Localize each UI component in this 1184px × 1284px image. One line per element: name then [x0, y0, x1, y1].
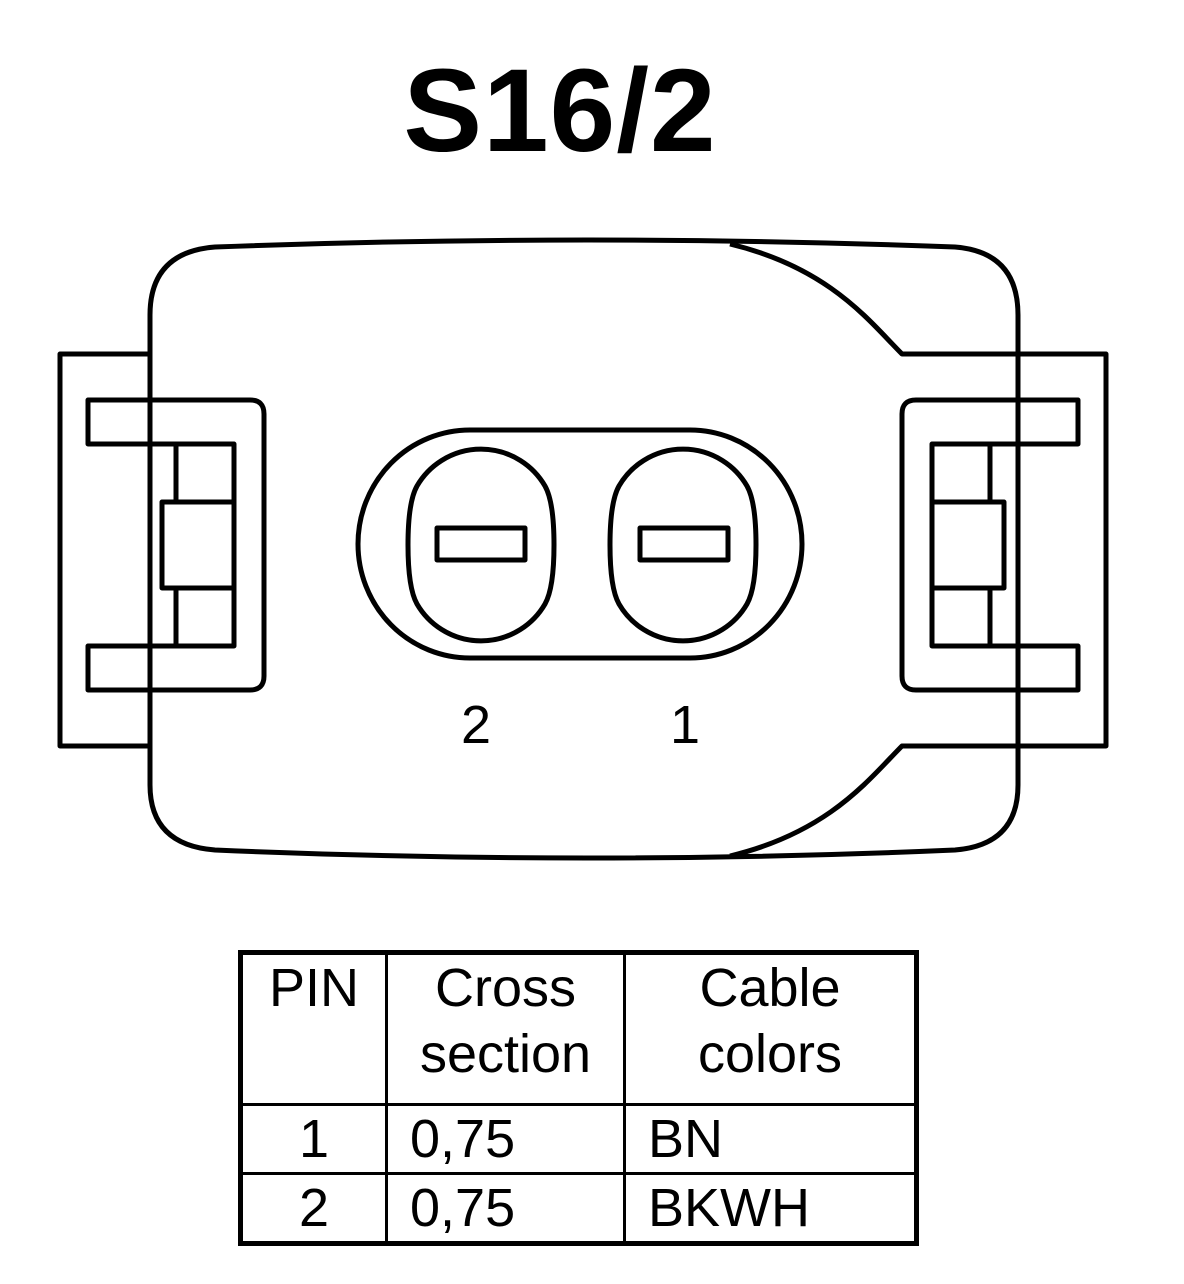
cell-cross-section: 0,75 [385, 1172, 626, 1245]
pin-label: 2 [461, 695, 492, 755]
pin-2-terminal [405, 446, 557, 644]
pin-2-contact [434, 525, 528, 563]
right-latch-clip [929, 499, 1007, 591]
left-latch-frame [57, 351, 148, 749]
housing-key-contour-lower [729, 743, 1018, 859]
left-latch-tab [85, 397, 267, 693]
cell-cable-color: BKWH [623, 1172, 918, 1245]
cell-cable-color: BN [623, 1103, 918, 1175]
table-header-row: PIN Cross section Cable colors [239, 951, 918, 1106]
pin-1-contact [637, 525, 731, 563]
connector-title: S16/2 [403, 45, 717, 177]
cell-cross-section: 0,75 [385, 1103, 626, 1175]
pin-1-terminal [607, 446, 759, 644]
cell-pin: 2 [239, 1172, 388, 1245]
cell-pin: 1 [239, 1103, 388, 1175]
pin-assignment-table: PIN Cross section Cable colors 1 0,75 BN… [238, 950, 919, 1246]
header-cross-section: Cross section [385, 951, 626, 1106]
right-latch-tab [899, 397, 1081, 693]
header-cable-colors: Cable colors [623, 951, 918, 1106]
right-latch-frame [1018, 351, 1109, 749]
connector-diagram [57, 237, 1109, 861]
header-pin: PIN [239, 951, 388, 1106]
housing-key-contour [729, 241, 1018, 357]
table-row: 2 0,75 BKWH [239, 1172, 918, 1245]
table-row: 1 0,75 BN [239, 1103, 918, 1175]
pin-cavity [355, 427, 805, 661]
pin-label: 1 [670, 695, 701, 755]
connector-housing [147, 237, 1021, 861]
left-latch-clip [159, 499, 237, 591]
